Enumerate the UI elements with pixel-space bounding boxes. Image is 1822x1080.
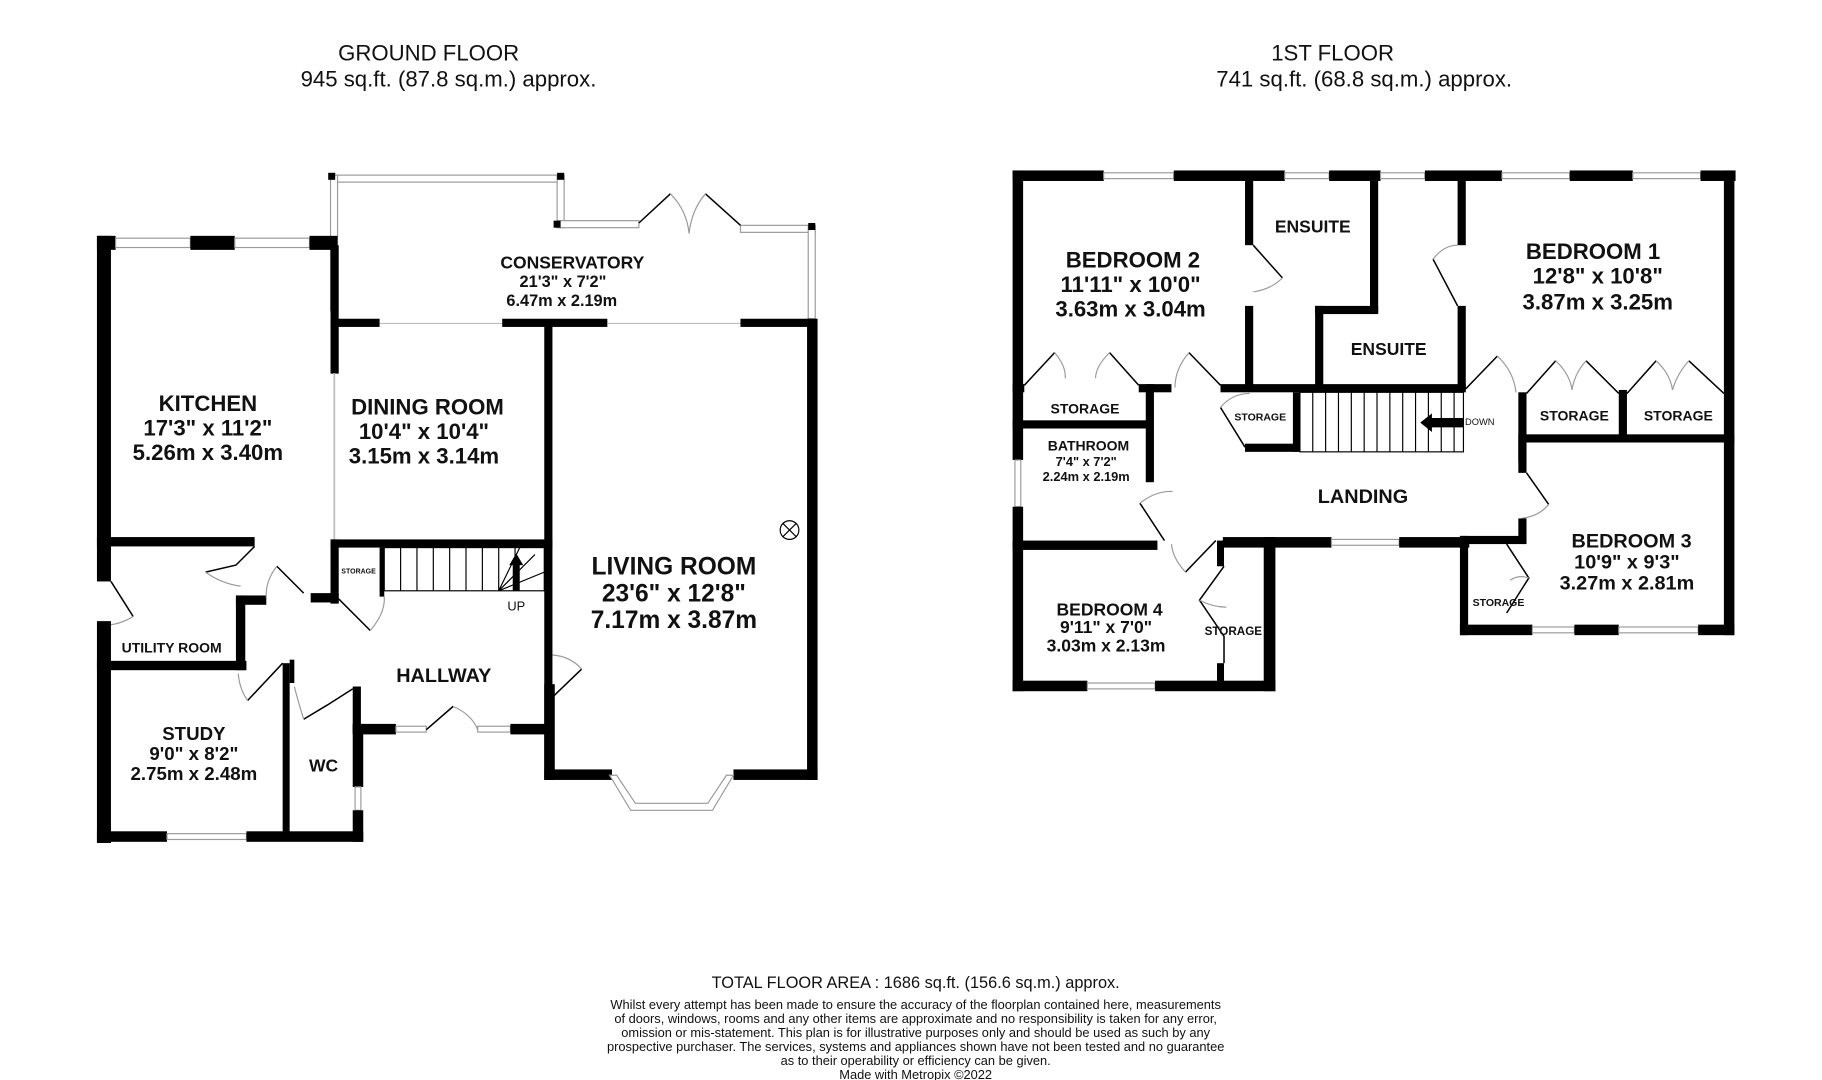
svg-text:BEDROOM 1: BEDROOM 1 xyxy=(1526,239,1660,264)
total-floor-area: TOTAL FLOOR AREA : 1686 sq.ft. (156.6 sq… xyxy=(712,974,1120,992)
room-label-dining-room: DINING ROOM 10'4" x 10'4" 3.15m x 3.14m xyxy=(349,394,504,468)
disclaimer-line: prospective purchaser. The services, sys… xyxy=(607,1039,1224,1054)
room-label-bedroom-4: BEDROOM 4 9'11" x 7'0" 3.03m x 2.13m xyxy=(1047,599,1166,655)
first-floor-area: 741 sq.ft. (68.8 sq.m.) approx. xyxy=(1216,66,1512,91)
room-label-storage-landing: STORAGE xyxy=(1234,411,1286,423)
room-label-bedroom-1: BEDROOM 1 12'8" x 10'8" 3.87m x 3.25m xyxy=(1523,239,1673,314)
room-label-utility-room: UTILITY ROOM xyxy=(122,640,222,656)
stairs-up-label: UP xyxy=(507,599,525,614)
svg-text:BEDROOM 3: BEDROOM 3 xyxy=(1572,531,1692,553)
room-label-living-room: LIVING ROOM 23'6" x 12'8" 7.17m x 3.87m xyxy=(591,553,757,634)
room-label-ensuite-2: ENSUITE xyxy=(1351,339,1427,359)
room-label-bathroom: BATHROOM 7'4" x 7'2" 2.24m x 2.19m xyxy=(1043,438,1130,484)
room-label-bedroom-2: BEDROOM 2 11'11" x 10'0" 3.63m x 3.04m xyxy=(1055,247,1205,321)
svg-text:BEDROOM 4: BEDROOM 4 xyxy=(1057,599,1163,619)
svg-text:7.17m x 3.87m: 7.17m x 3.87m xyxy=(591,607,757,634)
svg-text:2.24m x 2.19m: 2.24m x 2.19m xyxy=(1043,469,1130,484)
svg-text:7'4" x 7'2": 7'4" x 7'2" xyxy=(1056,454,1117,469)
room-label-ensuite-1: ENSUITE xyxy=(1275,216,1351,236)
room-label-storage-bedroom-1a: STORAGE xyxy=(1540,407,1609,423)
first-floor-title: 1ST FLOOR xyxy=(1271,41,1394,66)
svg-text:BATHROOM: BATHROOM xyxy=(1048,438,1129,454)
stairs-down-label: DOWN xyxy=(1465,417,1495,427)
room-label-storage-bedroom-4: STORAGE xyxy=(1205,625,1263,638)
room-label-storage-bedroom-2: STORAGE xyxy=(1051,400,1120,416)
room-label-kitchen: KITCHEN 17'3" x 11'2" 5.26m x 3.40m xyxy=(133,391,283,465)
svg-text:CONSERVATORY: CONSERVATORY xyxy=(500,253,644,273)
disclaimer-line: omission or mis-statement. This plan is … xyxy=(621,1025,1210,1040)
svg-text:5.26m x 3.40m: 5.26m x 3.40m xyxy=(133,440,283,465)
room-label-study: STUDY 9'0" x 8'2" 2.75m x 2.48m xyxy=(131,723,258,784)
first-floor-header: 1ST FLOOR 741 sq.ft. (68.8 sq.m.) approx… xyxy=(1216,41,1512,92)
svg-text:17'3" x 11'2": 17'3" x 11'2" xyxy=(143,416,272,441)
svg-text:12'8" x 10'8": 12'8" x 10'8" xyxy=(1533,264,1663,289)
svg-text:9'0" x 8'2": 9'0" x 8'2" xyxy=(149,743,238,764)
room-label-bedroom-3: BEDROOM 3 10'9" x 9'3" 3.27m x 2.81m xyxy=(1560,531,1695,595)
svg-text:21'3" x 7'2": 21'3" x 7'2" xyxy=(520,273,607,291)
svg-text:3.27m x 2.81m: 3.27m x 2.81m xyxy=(1560,573,1695,595)
disclaimer-line: Whilst every attempt has been made to en… xyxy=(610,997,1220,1012)
room-label-storage-bedroom-3: STORAGE xyxy=(1473,597,1525,609)
disclaimer-line: as to their operability or efficiency ca… xyxy=(781,1053,1051,1068)
room-label-conservatory: CONSERVATORY 21'3" x 7'2" 6.47m x 2.19m xyxy=(500,253,644,310)
svg-text:2.75m x 2.48m: 2.75m x 2.48m xyxy=(131,763,258,784)
svg-text:3.15m x 3.14m: 3.15m x 3.14m xyxy=(349,444,499,469)
svg-text:9'11" x 7'0": 9'11" x 7'0" xyxy=(1060,617,1152,637)
svg-text:STUDY: STUDY xyxy=(162,723,226,744)
room-label-wc: WC xyxy=(309,756,339,776)
room-label-landing: LANDING xyxy=(1318,486,1408,508)
ground-floor-labels: CONSERVATORY 21'3" x 7'2" 6.47m x 2.19m … xyxy=(122,253,757,784)
ground-floor-area: 945 sq.ft. (87.8 sq.m.) approx. xyxy=(301,66,597,91)
disclaimer-line: of doors, windows, rooms and any other i… xyxy=(614,1011,1217,1026)
stairs-up-icon xyxy=(383,547,545,592)
svg-text:LIVING ROOM: LIVING ROOM xyxy=(591,553,756,580)
svg-text:3.63m x 3.04m: 3.63m x 3.04m xyxy=(1055,296,1205,321)
svg-text:23'6" x 12'8": 23'6" x 12'8" xyxy=(602,580,746,607)
svg-text:10'4" x 10'4": 10'4" x 10'4" xyxy=(359,419,489,444)
svg-text:3.87m x 3.25m: 3.87m x 3.25m xyxy=(1523,289,1673,314)
room-label-storage: STORAGE xyxy=(341,568,376,575)
svg-text:6.47m x 2.19m: 6.47m x 2.19m xyxy=(506,292,617,310)
svg-text:KITCHEN: KITCHEN xyxy=(159,391,258,416)
first-floor-labels: BEDROOM 2 11'11" x 10'0" 3.63m x 3.04m E… xyxy=(1043,216,1713,655)
svg-text:11'11" x 10'0": 11'11" x 10'0" xyxy=(1061,272,1201,297)
room-label-hallway: HALLWAY xyxy=(396,665,491,687)
svg-text:DINING ROOM: DINING ROOM xyxy=(351,394,504,419)
credit: Made with Metropix ©2022 xyxy=(839,1067,992,1080)
ground-floor-plan xyxy=(96,172,818,843)
footer: TOTAL FLOOR AREA : 1686 sq.ft. (156.6 sq… xyxy=(607,974,1224,1080)
room-label-storage-bedroom-1b: STORAGE xyxy=(1644,407,1713,423)
svg-text:10'9" x 9'3": 10'9" x 9'3" xyxy=(1574,552,1680,574)
ground-floor-header: GROUND FLOOR 945 sq.ft. (87.8 sq.m.) app… xyxy=(301,41,597,92)
stairs-down-icon xyxy=(1299,391,1465,453)
svg-text:3.03m x 2.13m: 3.03m x 2.13m xyxy=(1047,636,1166,656)
ground-floor-title: GROUND FLOOR xyxy=(338,41,519,66)
svg-text:BEDROOM 2: BEDROOM 2 xyxy=(1066,247,1200,272)
first-floor-plan xyxy=(1012,170,1736,692)
